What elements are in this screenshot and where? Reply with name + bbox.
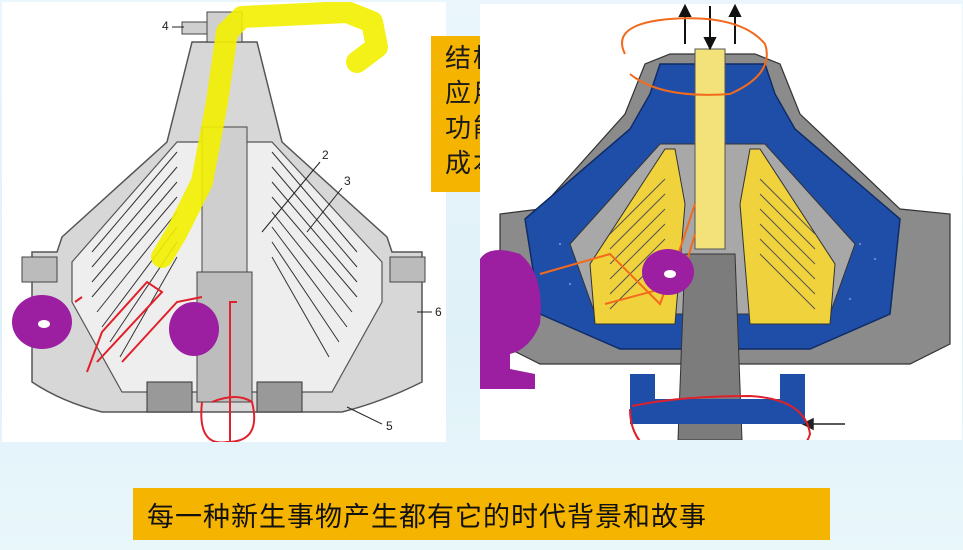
- label-4: 4: [162, 19, 169, 33]
- red-pen-annotation: [74, 280, 256, 442]
- flow-arrows-top: [678, 4, 742, 51]
- label-3: 3: [344, 174, 351, 188]
- left-separator-diagram: 4 2 3 6 5: [2, 2, 446, 442]
- yellow-highlight-annotation: [151, 2, 388, 268]
- side-fitting-left: [21, 256, 58, 283]
- base-housing-left: [146, 381, 193, 413]
- right-diagram-svg: [480, 4, 951, 440]
- left-diagram-svg: 4 2 3 6 5: [12, 2, 442, 442]
- drive-shaft: [677, 253, 743, 440]
- side-fitting-right: [389, 256, 426, 283]
- magenta-annotation-hole-right: [664, 270, 676, 278]
- caption-text: 每一种新生事物产生都有它的时代背景和故事: [147, 501, 707, 533]
- label-6: 6: [435, 305, 442, 319]
- label-5: 5: [386, 419, 393, 433]
- disc-stack-left: [91, 151, 178, 358]
- magenta-annotation-hole: [38, 320, 50, 328]
- central-channel: [694, 48, 726, 250]
- label-2: 2: [322, 148, 329, 162]
- outlet-port-4: [181, 21, 208, 35]
- bottom-channel: [630, 374, 805, 424]
- base-housing-right: [256, 381, 303, 413]
- right-separator-diagram: [480, 4, 962, 440]
- disc-stack-right: [271, 151, 358, 358]
- red-pen-annotation-right: [629, 394, 812, 440]
- caption-banner: 每一种新生事物产生都有它的时代背景和故事: [133, 488, 830, 540]
